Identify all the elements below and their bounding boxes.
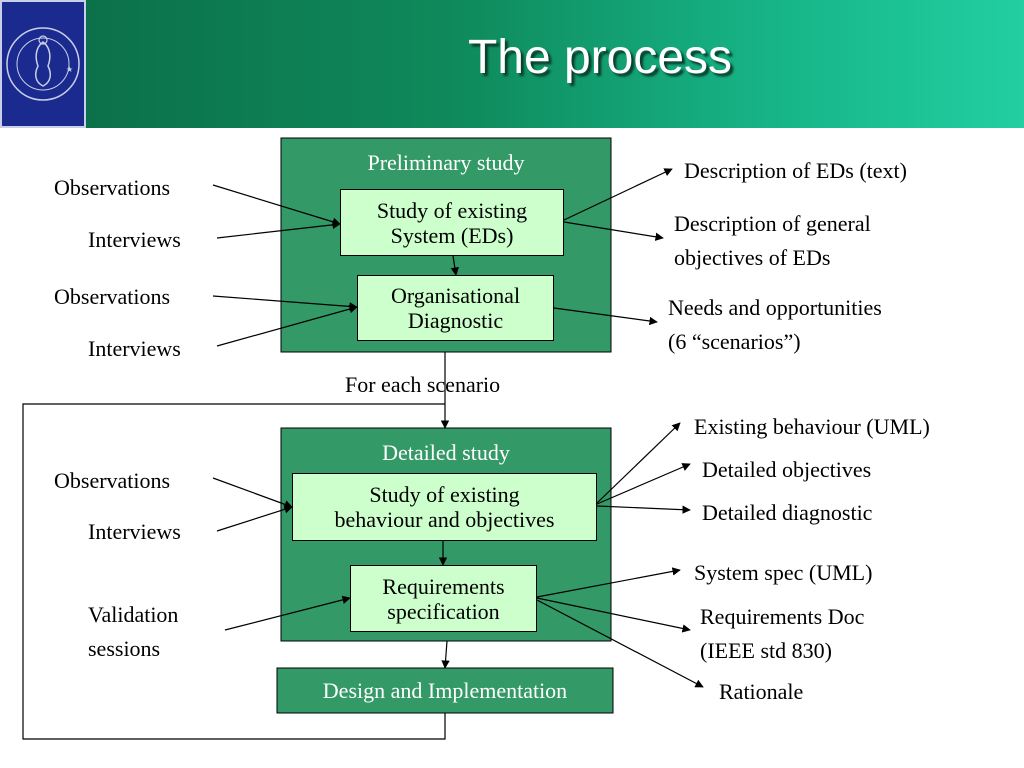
flow-arrow bbox=[450, 255, 459, 276]
output-arrow bbox=[563, 168, 673, 221]
output-arrow bbox=[553, 307, 658, 326]
loop-label: For each scenario bbox=[345, 372, 501, 397]
output-label: Needs and opportunities bbox=[668, 295, 882, 320]
output-arrow bbox=[596, 463, 691, 505]
organisational-diagnostic-label: Organisational Diagnostic bbox=[390, 283, 521, 333]
input-label: Observations bbox=[54, 284, 171, 309]
output-label: (6 “scenarios”) bbox=[668, 329, 801, 354]
input-arrow bbox=[212, 184, 341, 226]
output-label: objectives of EDs bbox=[674, 245, 831, 270]
study-existing-system-label: Study of existing System (EDs) bbox=[376, 197, 528, 248]
input-arrow bbox=[216, 220, 341, 239]
input-arrow bbox=[212, 295, 358, 311]
output-label: Rationale bbox=[719, 679, 804, 704]
study-existing-system-box: Study of existing System (EDs) bbox=[340, 189, 564, 256]
output-arrow bbox=[536, 599, 704, 688]
input-label: sessions bbox=[88, 636, 161, 661]
slide-header bbox=[0, 0, 1024, 128]
study-existing-behaviour-label: Study of existing behaviour and objectiv… bbox=[334, 482, 555, 532]
svg-text:★: ★ bbox=[66, 65, 73, 74]
flow-arrow bbox=[441, 640, 450, 669]
input-label: Interviews bbox=[88, 519, 181, 544]
output-arrow bbox=[596, 505, 691, 514]
design-implementation-stage bbox=[276, 667, 614, 714]
input-arrow bbox=[216, 505, 293, 532]
requirements-specification-label: Requirements specification bbox=[382, 573, 505, 624]
input-label: Observations bbox=[54, 468, 171, 493]
study-existing-behaviour-box: Study of existing behaviour and objectiv… bbox=[292, 473, 597, 541]
input-arrow bbox=[212, 477, 293, 509]
output-arrow bbox=[596, 422, 681, 504]
output-label: System spec (UML) bbox=[694, 560, 873, 585]
detailed-study-title: Detailed study bbox=[382, 440, 510, 465]
preliminary-study-title: Preliminary study bbox=[367, 150, 525, 175]
output-label: Requirements Doc bbox=[700, 604, 865, 629]
output-label: Existing behaviour (UML) bbox=[694, 414, 930, 439]
requirements-specification-box: Requirements specification bbox=[350, 565, 537, 632]
output-arrow bbox=[563, 221, 664, 241]
loop-connector bbox=[22, 403, 446, 740]
output-label: (IEEE std 830) bbox=[700, 638, 832, 663]
input-label: Interviews bbox=[88, 336, 181, 361]
output-label: Detailed diagnostic bbox=[702, 500, 873, 525]
output-label: Detailed objectives bbox=[702, 457, 872, 482]
organisational-diagnostic-box: Organisational Diagnostic bbox=[357, 275, 554, 341]
input-label: Observations bbox=[54, 175, 171, 200]
output-label: Description of EDs (text) bbox=[684, 158, 907, 183]
output-arrow bbox=[536, 597, 691, 633]
design-implementation-title: Design and Implementation bbox=[322, 678, 568, 703]
input-label: Interviews bbox=[88, 227, 181, 252]
university-seal-icon: ★ bbox=[0, 0, 86, 128]
output-label: Description of general bbox=[674, 211, 871, 236]
input-arrow bbox=[216, 304, 358, 347]
output-arrow bbox=[536, 567, 681, 598]
slide-title: The process bbox=[467, 31, 733, 84]
input-label: Validation bbox=[88, 602, 179, 627]
input-arrow bbox=[224, 595, 351, 631]
